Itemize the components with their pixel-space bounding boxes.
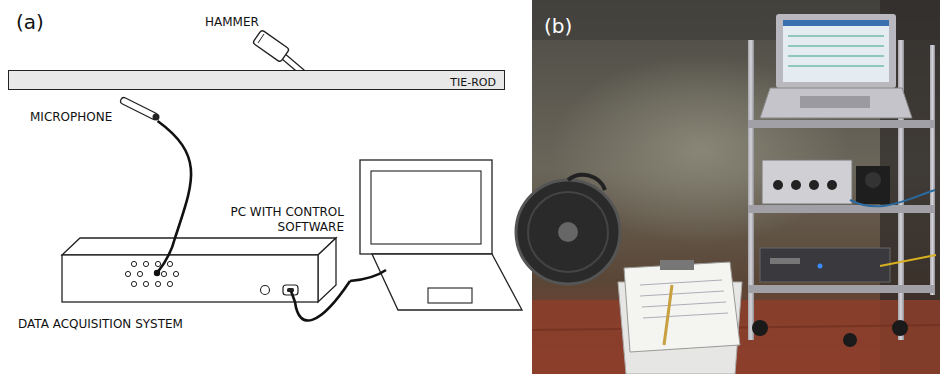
cable [295, 281, 350, 321]
daq-box-drawing [62, 238, 336, 302]
tie-rod-band: TIE-ROD [8, 70, 505, 90]
node-label: PC WITH CONTROL SOFTWARE [209, 205, 344, 235]
daq-node: DATA ACQUISITION SYSTEM [62, 238, 336, 302]
microphone-node: MICROPHONE [118, 95, 162, 121]
part-label: HAMMER [205, 15, 259, 30]
panel-letter: (a) [16, 10, 44, 35]
node-label: MICROPHONE [30, 110, 112, 125]
microphone-symbol [124, 101, 160, 121]
pc-node: PC WITH CONTROL SOFTWARE [350, 156, 525, 314]
panel-letter: (b) [544, 14, 572, 39]
cable [158, 121, 191, 238]
node-label: DATA ACQUISITION SYSTEM [18, 317, 183, 332]
photo-panel [516, 0, 940, 374]
laptop-drawing [350, 160, 522, 310]
node-label: TIE-ROD [450, 74, 496, 91]
